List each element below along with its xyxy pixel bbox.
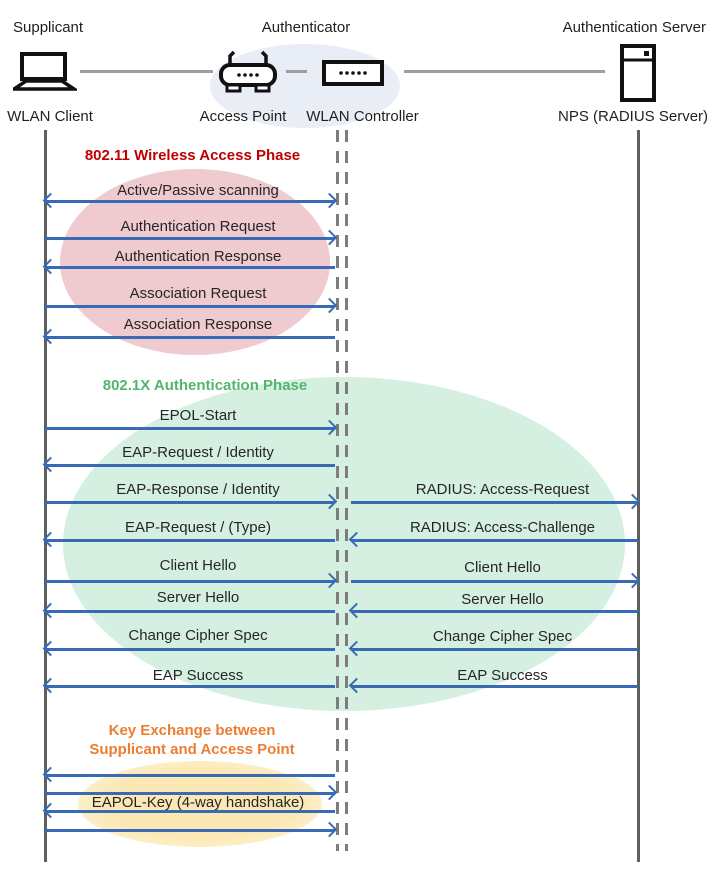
message-label: EAP-Response / Identity xyxy=(116,481,280,498)
client-lifeline xyxy=(44,130,47,862)
message-label: Active/Passive scanning xyxy=(117,182,279,199)
message-label: EPOL-Start xyxy=(159,407,237,424)
message-arrow xyxy=(45,237,335,240)
wlan-controller-icon xyxy=(322,60,384,86)
server-lifeline xyxy=(637,130,640,862)
message-arrow xyxy=(45,648,335,651)
laptop-icon xyxy=(13,52,77,92)
message-arrow xyxy=(45,464,335,467)
message-arrow xyxy=(45,774,335,777)
phase-title-key-exchange: Key Exchange between Supplicant and Acce… xyxy=(45,721,339,759)
role-authenticator: Authenticator xyxy=(261,19,351,36)
phase-title-dot1x: 802.1X Authentication Phase xyxy=(102,377,308,394)
connector-controller-server xyxy=(404,70,605,73)
message-arrow xyxy=(45,200,335,203)
message-label: RADIUS: Access-Request xyxy=(415,481,590,498)
message-label: Client Hello xyxy=(159,557,237,574)
message-label: Change Cipher Spec xyxy=(432,628,573,645)
message-arrow xyxy=(351,610,638,613)
message-arrow xyxy=(45,792,335,795)
message-arrow xyxy=(45,305,335,308)
arrowhead-right-icon xyxy=(321,821,338,838)
message-label: Client Hello xyxy=(464,559,541,576)
message-arrow xyxy=(351,501,638,504)
controller-lifeline-left xyxy=(336,130,339,851)
message-arrow xyxy=(45,810,335,813)
device-wlan-client: WLAN Client xyxy=(7,108,93,125)
role-supplicant: Supplicant xyxy=(13,19,84,36)
access-point-icon xyxy=(219,50,277,94)
message-arrow xyxy=(45,336,335,339)
message-label: Association Response xyxy=(123,316,273,333)
role-authentication-server: Authentication Server xyxy=(562,19,706,36)
phase-title-key-exchange-line1: Key Exchange between xyxy=(108,722,276,739)
connector-ap-controller xyxy=(286,70,307,73)
phase-title-key-exchange-line2: Supplicant and Access Point xyxy=(89,741,295,758)
message-arrow xyxy=(351,580,638,583)
message-label: EAP-Request / (Type) xyxy=(125,519,271,536)
message-arrow xyxy=(351,685,638,688)
controller-lifeline-right xyxy=(345,130,348,851)
message-arrow xyxy=(45,427,335,430)
message-arrow xyxy=(45,266,335,269)
message-label: EAP-Request / Identity xyxy=(122,444,274,461)
message-label: RADIUS: Access-Challenge xyxy=(409,519,596,536)
connector-client-ap xyxy=(80,70,213,73)
arrowhead-right-icon xyxy=(321,572,338,589)
message-label: Server Hello xyxy=(156,589,240,606)
message-arrow xyxy=(45,829,335,832)
message-arrow xyxy=(351,539,638,542)
message-label: EAPOL-Key (4-way handshake) xyxy=(91,794,305,811)
dot1x-phase-ellipse xyxy=(63,377,625,711)
device-nps-radius-server: NPS (RADIUS Server) xyxy=(558,108,709,125)
message-arrow xyxy=(45,610,335,613)
message-label: EAP Success xyxy=(152,667,244,684)
arrowhead-left-icon xyxy=(42,766,59,783)
message-label: Server Hello xyxy=(461,591,544,608)
server-icon xyxy=(620,44,656,102)
message-label: Authentication Request xyxy=(120,218,276,235)
message-label: EAP Success xyxy=(457,667,548,684)
message-arrow xyxy=(45,539,335,542)
message-label: Change Cipher Spec xyxy=(128,627,268,644)
phase-title-wireless-access: 802.11 Wireless Access Phase xyxy=(84,147,301,164)
message-arrow xyxy=(45,580,335,583)
device-access-point: Access Point xyxy=(199,108,287,125)
message-label: Authentication Response xyxy=(114,248,282,265)
message-arrow xyxy=(45,501,335,504)
message-arrow xyxy=(351,648,638,651)
message-label: Association Request xyxy=(129,285,267,302)
device-wlan-controller: WLAN Controller xyxy=(306,108,419,125)
message-arrow xyxy=(45,685,335,688)
